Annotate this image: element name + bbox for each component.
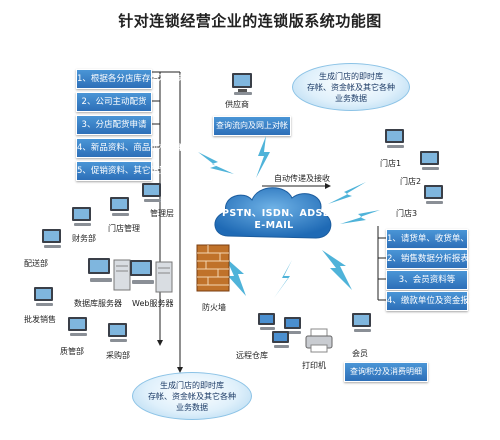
right-function-3: 3、会员资料等 xyxy=(386,270,468,290)
bottom-ellipse: 生成门店的即时库 存帐、资金帐及其它各种 业务数据 xyxy=(132,372,252,420)
web-server-icon xyxy=(130,260,173,293)
store-3-computer-icon xyxy=(422,184,446,210)
page-title: 针对连锁经营企业的连锁版系统功能图 xyxy=(118,12,382,30)
member-label: 会员 xyxy=(352,349,368,358)
delivery-computer-icon xyxy=(40,228,64,254)
remote-warehouse-computer-icon xyxy=(256,312,278,336)
lightning-icon xyxy=(226,258,246,296)
lightning-icon xyxy=(340,210,380,224)
lightning-icon xyxy=(328,182,366,204)
network-cloud-icon xyxy=(214,187,332,239)
bottom-ellipse-line-1: 生成门店的即时库 xyxy=(160,380,224,390)
store-2-computer-icon xyxy=(418,150,442,176)
store-1-computer-icon xyxy=(383,128,407,154)
top-ellipse-line-1: 生成门店的即时库 xyxy=(319,71,383,81)
delivery-label: 配送部 xyxy=(24,259,48,268)
wholesale-label: 批发销售 xyxy=(24,315,56,324)
cloud-line-2: E-MAIL xyxy=(254,220,294,231)
supplier-computer-icon xyxy=(230,72,256,100)
printer-icon xyxy=(305,328,333,353)
left-function-5: 5、促销资料、其它设置 xyxy=(76,161,167,181)
bottom-ellipse-line-2: 存帐、资金帐及其它各种 xyxy=(148,391,236,401)
firewall-icon xyxy=(196,244,230,292)
bottom-ellipse-line-3: 业务数据 xyxy=(176,402,208,412)
store-mgmt-computer-icon xyxy=(108,196,132,222)
remote-warehouse-computer-icon xyxy=(282,316,304,340)
lightning-icon xyxy=(198,152,234,174)
quality-computer-icon xyxy=(66,316,90,342)
web-server-label: Web服务器 xyxy=(132,299,174,308)
supplier-caption: 查询流向及网上对帐 xyxy=(213,116,291,136)
left-function-3: 3、分店配货申请 xyxy=(76,115,152,135)
quality-label: 质管部 xyxy=(60,347,84,356)
remote-warehouse-computer-icon xyxy=(270,330,292,354)
lightning-icon xyxy=(274,260,292,298)
auto-sync-label: 自动传递及接收 xyxy=(274,174,330,183)
member-caption: 查询积分及消费明细 xyxy=(344,362,428,382)
purchasing-label: 采购部 xyxy=(106,351,130,360)
database-server-icon xyxy=(88,258,131,291)
top-ellipse-line-2: 存帐、资金帐及其它各种 xyxy=(307,82,395,92)
cloud-line-1: PSTN、ISDN、ADSL xyxy=(222,208,330,219)
right-function-2: 2、销售数据分析报表 xyxy=(386,249,469,269)
right-function-4: 4、缴款单位及资金报表 xyxy=(386,291,477,311)
lightning-icon xyxy=(256,136,270,178)
left-function-4: 4、新品资料、商品价格政策 xyxy=(76,138,184,158)
store-3-label: 门店3 xyxy=(396,209,418,218)
store-2-label: 门店2 xyxy=(400,177,422,186)
purchasing-computer-icon xyxy=(106,322,130,348)
wholesale-computer-icon xyxy=(32,286,56,312)
db-server-label: 数据库服务器 xyxy=(74,299,122,308)
remote-warehouse-label: 远程仓库 xyxy=(236,351,268,360)
left-function-2: 2、公司主动配货 xyxy=(76,92,152,112)
management-computer-icon xyxy=(140,182,164,208)
firewall-label: 防火墙 xyxy=(202,303,226,312)
right-function-1: 1、请货单、收货单、盘点单 xyxy=(386,229,494,249)
management-label: 管理层 xyxy=(150,209,174,218)
lightning-icon xyxy=(322,250,352,290)
finance-computer-icon xyxy=(70,206,94,232)
store-1-label: 门店1 xyxy=(380,159,402,168)
printer-label: 打印机 xyxy=(302,361,326,370)
member-computer-icon xyxy=(350,312,374,338)
left-function-1: 1、根据各分店库存情况配货 xyxy=(76,69,184,89)
store-mgmt-label: 门店管理 xyxy=(108,224,140,233)
top-ellipse: 生成门店的即时库 存帐、资金帐及其它各种 业务数据 xyxy=(292,63,410,111)
supplier-label: 供应商 xyxy=(225,100,249,109)
top-ellipse-line-3: 业务数据 xyxy=(335,93,367,103)
finance-label: 财务部 xyxy=(72,234,96,243)
